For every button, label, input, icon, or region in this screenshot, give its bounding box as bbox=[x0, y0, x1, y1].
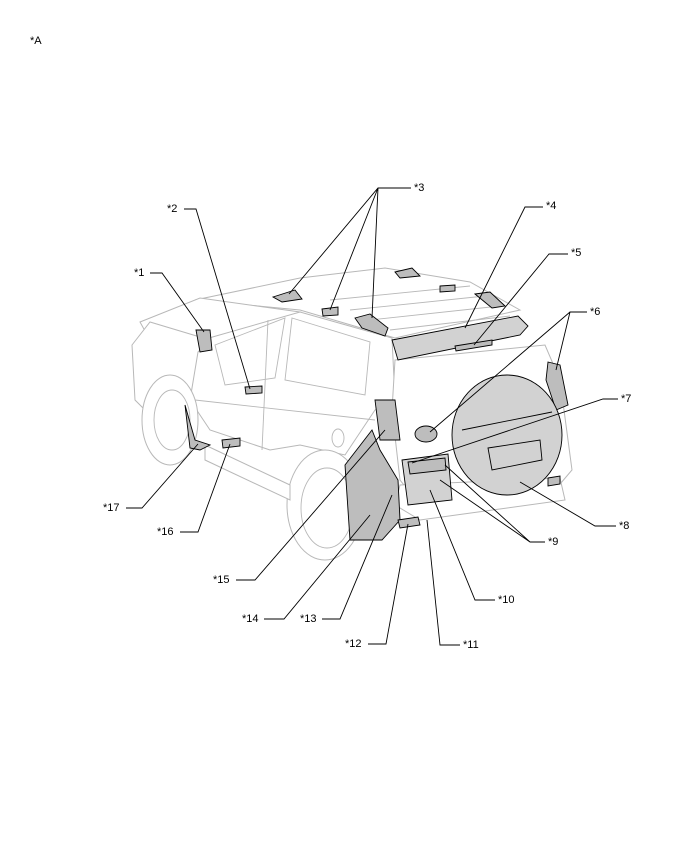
roof-rail-front-support bbox=[271, 289, 303, 303]
leader-9 bbox=[439, 464, 545, 543]
leader-16 bbox=[180, 443, 231, 533]
callout-label-7: *7 bbox=[621, 393, 632, 405]
spare-tire-emblem bbox=[487, 439, 543, 471]
corner-label: *A bbox=[30, 35, 42, 47]
side-step bbox=[204, 444, 291, 501]
roof-rail-rear-support bbox=[354, 313, 389, 337]
callout-label-14: *14 bbox=[242, 613, 259, 625]
spare-tire-cover bbox=[451, 374, 563, 496]
quarter-lamp bbox=[374, 399, 401, 441]
rear-lamp-left bbox=[414, 425, 438, 443]
leader-14 bbox=[264, 514, 371, 620]
front-door-window bbox=[214, 317, 286, 386]
leader-1 bbox=[150, 272, 205, 333]
bumper-step-pad bbox=[397, 516, 421, 529]
leader-5 bbox=[473, 253, 568, 346]
leader-11 bbox=[426, 519, 460, 646]
callout-label-9: *9 bbox=[548, 536, 559, 548]
roof-rail-mid-support bbox=[321, 306, 339, 317]
callout-label-11: *11 bbox=[463, 639, 479, 651]
callout-label-4: *4 bbox=[546, 200, 557, 212]
callout-label-15: *15 bbox=[213, 574, 230, 586]
roof-rail-far-rear bbox=[473, 291, 506, 309]
rear-mudguard bbox=[344, 429, 401, 541]
callout-label-8: *8 bbox=[619, 520, 630, 532]
front-wheel-rim bbox=[153, 389, 191, 451]
door-handle bbox=[244, 385, 263, 395]
callout-label-3: *3 bbox=[414, 182, 425, 194]
callout-label-16: *16 bbox=[157, 526, 174, 538]
leader-2 bbox=[184, 208, 251, 390]
side-step-pad bbox=[221, 437, 241, 449]
rear-spoiler bbox=[391, 315, 529, 361]
front-mudguard bbox=[184, 404, 212, 451]
callout-label-2: *2 bbox=[167, 203, 178, 215]
high-mount-stop-lamp bbox=[454, 339, 493, 352]
rear-reflector bbox=[547, 475, 561, 487]
door-line bbox=[261, 319, 269, 451]
fuel-lid bbox=[331, 428, 345, 448]
leader-10 bbox=[429, 489, 495, 601]
body-crease bbox=[194, 399, 376, 421]
callout-label-12: *12 bbox=[345, 638, 362, 650]
leader-6 bbox=[429, 311, 587, 433]
license-lamp-cover bbox=[407, 457, 447, 475]
side-body bbox=[189, 311, 396, 456]
leader-12 bbox=[368, 523, 409, 645]
leader-15 bbox=[236, 429, 386, 581]
leader-4 bbox=[464, 206, 543, 329]
callout-label-17: *17 bbox=[103, 502, 120, 514]
highlighted-parts bbox=[184, 267, 569, 541]
leader-7 bbox=[411, 398, 618, 464]
leader-13 bbox=[322, 494, 393, 620]
leader-3 bbox=[288, 187, 411, 319]
callout-label-10: *10 bbox=[498, 594, 515, 606]
callout-label-5: *5 bbox=[571, 247, 582, 259]
roof-rib bbox=[369, 305, 501, 321]
callout-label-6: *6 bbox=[590, 306, 601, 318]
leader-lines bbox=[126, 187, 618, 646]
roof-rail-far-mid bbox=[439, 284, 456, 293]
callout-label-1: *1 bbox=[134, 267, 145, 279]
outer-mirror bbox=[195, 329, 213, 353]
roof-rib bbox=[389, 315, 511, 331]
roof-panel bbox=[194, 267, 522, 339]
callout-label-13: *13 bbox=[300, 613, 317, 625]
rear-lamp-right bbox=[545, 361, 569, 411]
spare-tire-band bbox=[461, 411, 553, 431]
rear-window bbox=[284, 317, 371, 396]
leader-17 bbox=[126, 443, 199, 509]
leader-8 bbox=[519, 481, 616, 527]
roof-rail-far-front bbox=[394, 267, 421, 279]
